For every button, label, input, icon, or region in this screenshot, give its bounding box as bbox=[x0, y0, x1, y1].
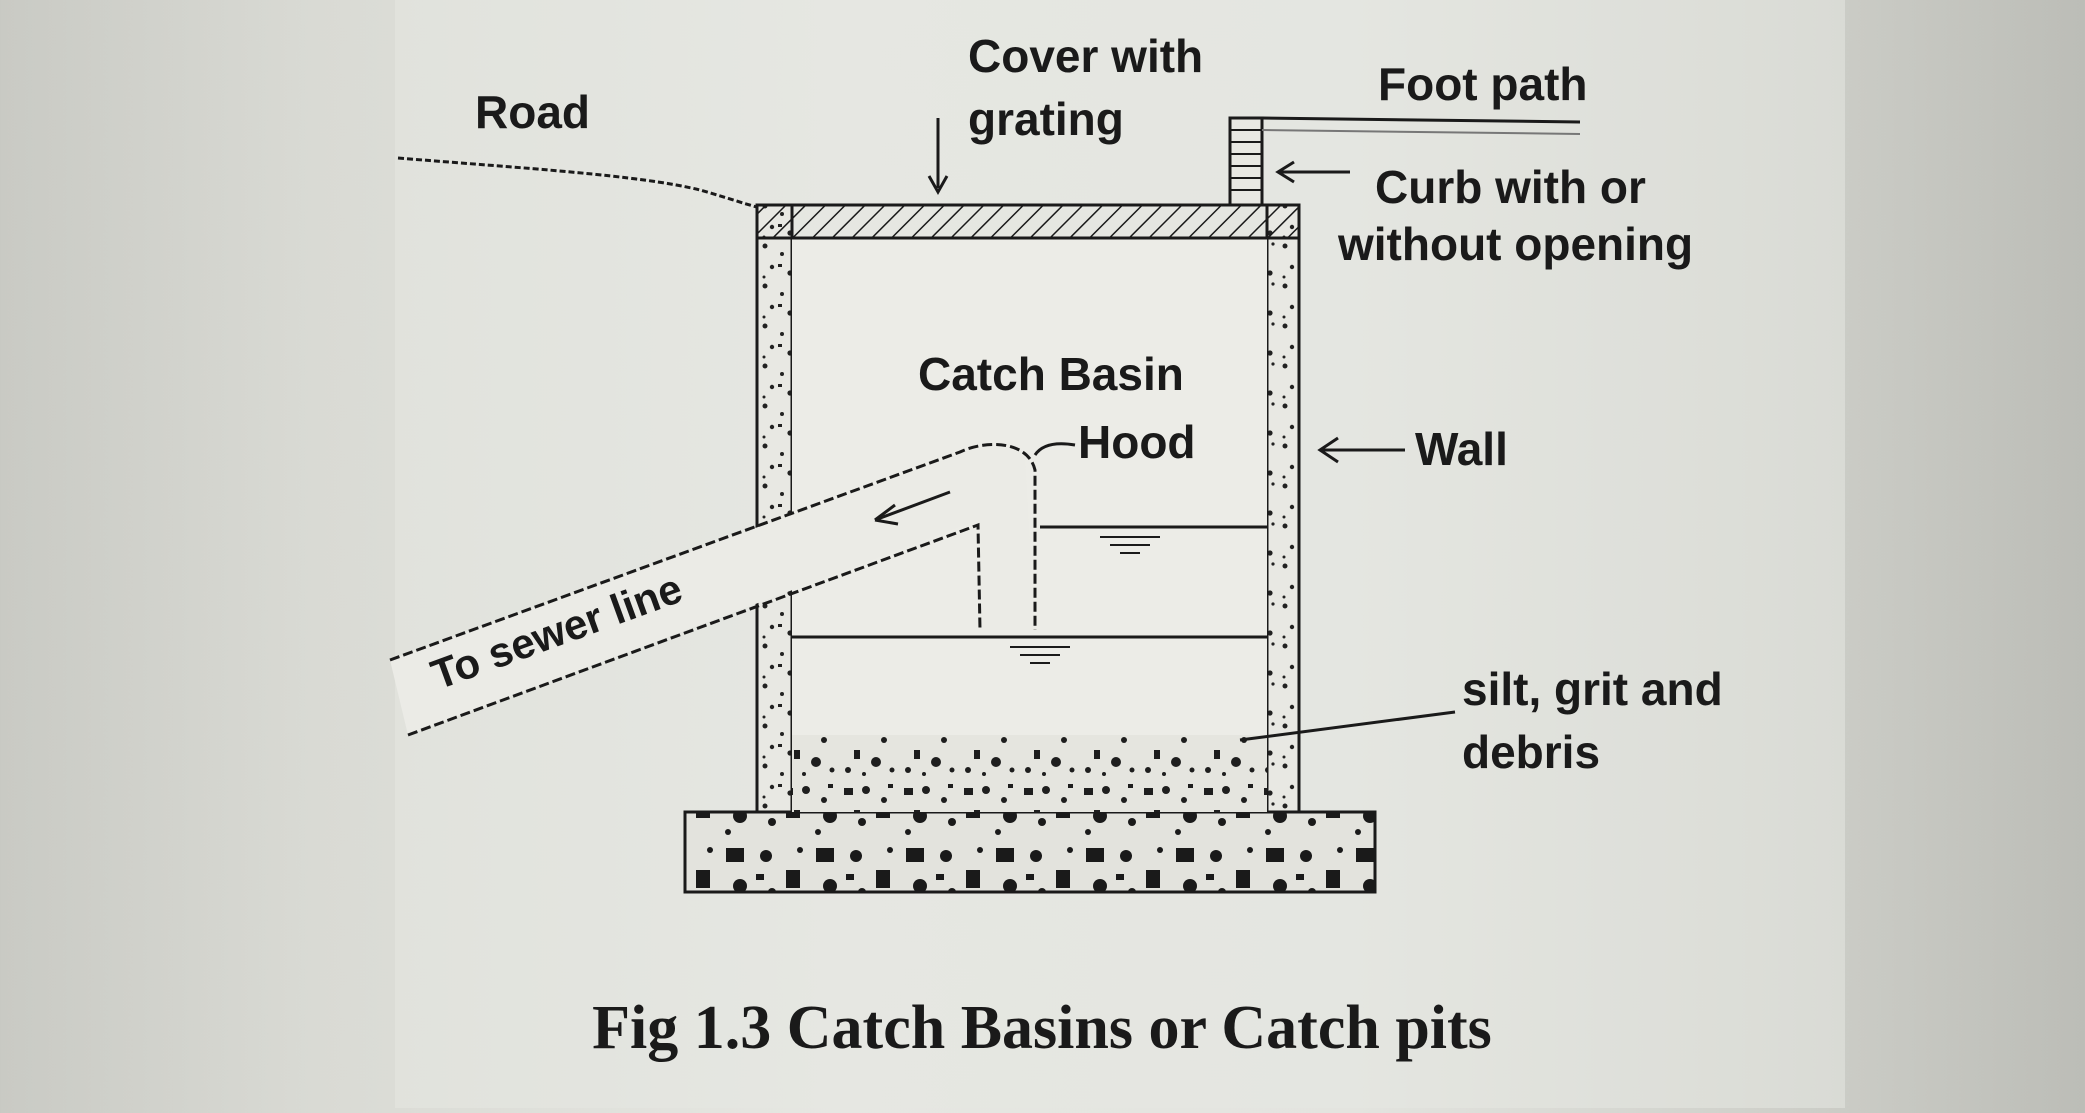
upper-water-level-symbol bbox=[1100, 536, 1160, 554]
silt-label-line2: debris bbox=[1462, 726, 1600, 778]
curb-arrow-head bbox=[1275, 160, 1295, 184]
wall-arrow-head bbox=[1317, 436, 1339, 464]
hood-label: Hood bbox=[1078, 416, 1196, 468]
outlet-pipe-top bbox=[389, 443, 1037, 662]
curb-label-line2: without opening bbox=[1337, 218, 1693, 270]
hood-leader bbox=[1033, 442, 1076, 456]
outlet-pipe-fill bbox=[390, 441, 1035, 735]
flow-arrow-line bbox=[874, 490, 951, 522]
catch-basin-label: Catch Basin bbox=[918, 348, 1184, 400]
road-surface bbox=[397, 156, 758, 209]
cover-grating bbox=[755, 203, 1301, 240]
flow-arrow-head bbox=[874, 503, 899, 526]
silt-label-line1: silt, grit and bbox=[1462, 663, 1723, 715]
cover-arrow-head bbox=[927, 175, 949, 196]
foot-path-line bbox=[1261, 116, 1581, 124]
cover-label-line1: Cover with bbox=[968, 30, 1203, 82]
right-wall bbox=[1265, 203, 1301, 814]
curb-label-line1: Curb with or bbox=[1375, 161, 1646, 213]
silt-leader bbox=[1239, 710, 1456, 742]
figure-caption: Fig 1.3 Catch Basins or Catch pits bbox=[592, 994, 1492, 1062]
foundation-slab bbox=[683, 810, 1377, 894]
curb bbox=[1228, 116, 1264, 207]
curb-lines bbox=[1230, 129, 1262, 191]
outlet-pipe-bottom bbox=[407, 522, 982, 737]
foot-path-label: Foot path bbox=[1378, 58, 1588, 110]
road-label: Road bbox=[475, 86, 590, 138]
lower-water-level-symbol bbox=[1010, 646, 1070, 664]
foot-path-line-lower bbox=[1261, 129, 1581, 135]
left-wall bbox=[755, 203, 794, 814]
silt-layer bbox=[792, 735, 1267, 812]
wall-label: Wall bbox=[1415, 423, 1508, 475]
cover-label-line2: grating bbox=[968, 93, 1124, 145]
